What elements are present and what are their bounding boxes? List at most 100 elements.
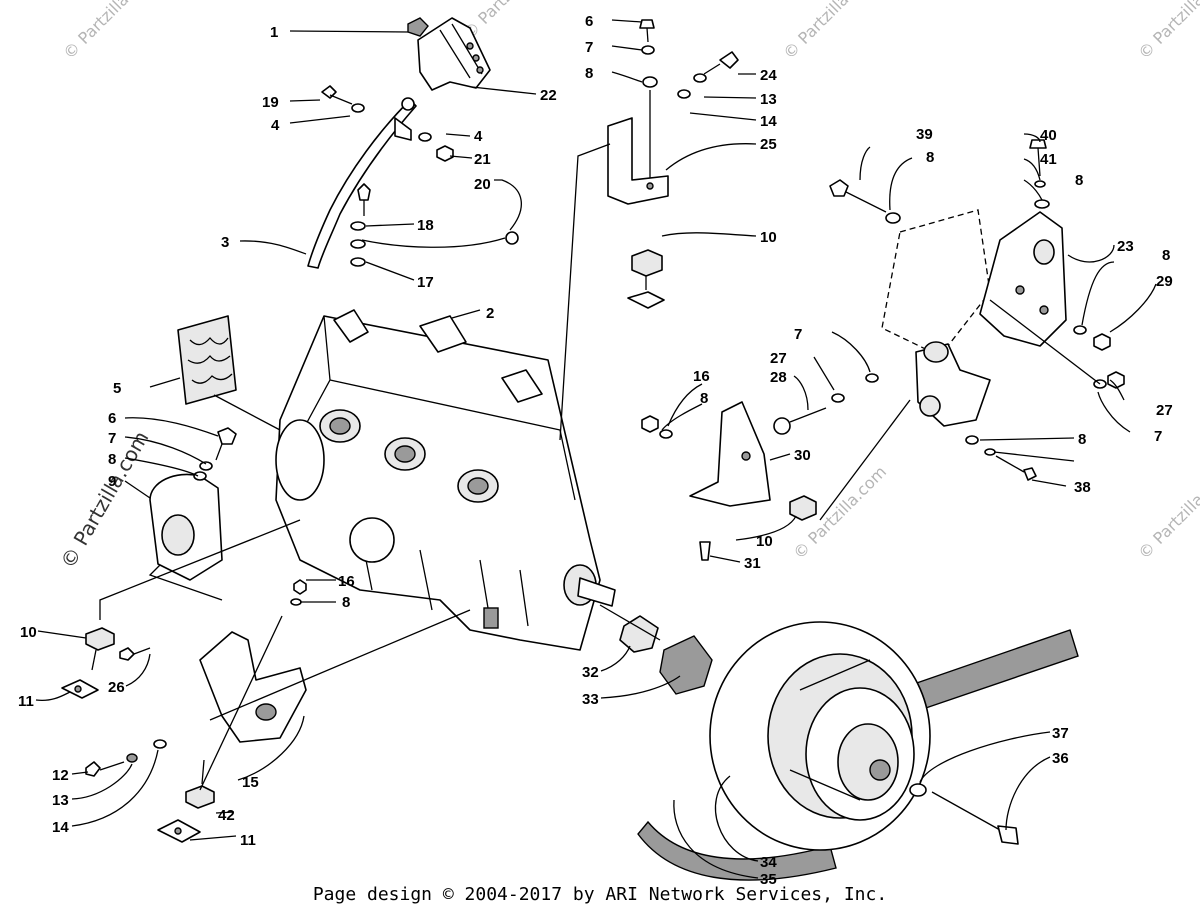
callout-label: 14 — [52, 819, 69, 836]
callout-label: 28 — [770, 369, 787, 386]
callout-label: 8 — [1162, 247, 1170, 264]
part-27-nut-right — [1093, 371, 1125, 389]
part-24-bolt — [677, 51, 739, 99]
callout-label: 6 — [108, 410, 116, 427]
callout-label: 20 — [474, 176, 491, 193]
callout-label: 41 — [1040, 151, 1057, 168]
part-3-spark-plug-wire — [307, 97, 417, 269]
callout-label: 2 — [486, 305, 494, 322]
part-15-bracket — [199, 631, 307, 743]
callout-label: 24 — [760, 67, 777, 84]
part-2-engine — [275, 309, 616, 651]
callout-label: 11 — [18, 693, 34, 710]
part-20-ground-strap — [350, 183, 519, 267]
callout-label: 1 — [270, 24, 278, 41]
callout-label: 10 — [756, 533, 773, 550]
watermark: © Partzilla.com — [779, 0, 880, 63]
part-34-clutch — [709, 621, 931, 851]
callout-label: 37 — [1052, 725, 1069, 742]
callout-label: 16 — [693, 368, 710, 385]
callout-label: 18 — [417, 217, 434, 234]
callout-label: 10 — [20, 624, 37, 641]
part-16-nut-mid — [290, 579, 307, 606]
callout-label: 35 — [760, 871, 777, 884]
callout-label: 8 — [108, 451, 116, 468]
part-38-bolt — [965, 435, 1037, 481]
callout-label: 7 — [794, 326, 802, 343]
part-40-bolt — [1029, 139, 1050, 209]
callout-label: 32 — [582, 664, 599, 681]
callout-label: 10 — [760, 229, 777, 246]
watermark: © Partzilla.com — [1134, 0, 1200, 63]
callout-label: 9 — [108, 473, 116, 490]
part-11-plate-lower — [157, 819, 201, 843]
part-12-bolt-lower — [85, 739, 167, 777]
part-5-gasket — [177, 315, 237, 405]
callout-label: 15 — [242, 774, 259, 791]
callout-label: 25 — [760, 136, 777, 153]
part-4-washer — [394, 117, 432, 142]
part-42-mount-lower — [185, 759, 215, 809]
callout-label: 36 — [1052, 750, 1069, 767]
part-26-screw — [119, 647, 151, 661]
callout-label: 12 — [52, 767, 69, 784]
callout-label: 29 — [1156, 273, 1173, 290]
callout-label: 7 — [585, 39, 593, 56]
part-19-bolt — [321, 85, 365, 113]
part-39-cover — [881, 209, 991, 357]
callout-label: 33 — [582, 691, 599, 708]
callout-label: 3 — [221, 234, 229, 251]
part-33-sleeve — [659, 635, 713, 695]
part-10-mount-top — [627, 249, 665, 309]
callout-label: 19 — [262, 94, 279, 111]
part-6-bolt-top — [639, 19, 658, 88]
part-25-bracket — [607, 117, 669, 205]
part-10-mount-left — [85, 627, 115, 671]
callout-label: 13 — [760, 91, 777, 108]
callout-label: 11 — [240, 832, 256, 849]
watermark: © Partzilla.com — [1134, 462, 1200, 563]
callout-label: 31 — [744, 555, 761, 572]
part-11-plate-left — [61, 679, 99, 699]
callout-label: 39 — [916, 126, 933, 143]
callout-label: 4 — [474, 128, 483, 145]
callout-label: 5 — [113, 380, 121, 397]
callout-label: 26 — [108, 679, 125, 696]
callout-label: 23 — [1117, 238, 1134, 255]
callout-label: 17 — [417, 274, 434, 291]
callout-label: 8 — [342, 594, 350, 611]
callout-label: 8 — [1078, 431, 1086, 448]
callout-label: 38 — [1074, 479, 1091, 496]
part-39-bolt — [829, 179, 901, 224]
callout-label: 27 — [770, 350, 787, 367]
callout-label: 7 — [1154, 428, 1162, 445]
part-1-clip — [407, 17, 429, 37]
callout-label: 6 — [585, 13, 593, 30]
callout-label: 8 — [1075, 172, 1083, 189]
callout-label: 8 — [585, 65, 593, 82]
callout-label: 4 — [271, 117, 280, 134]
callout-label: 8 — [700, 390, 708, 407]
callout-label: 14 — [760, 113, 777, 130]
part-10-mount-right — [789, 495, 817, 521]
part-28-bolt — [773, 373, 879, 435]
callout-label: 27 — [1156, 402, 1173, 419]
callout-label: 16 — [338, 573, 355, 590]
footer-copyright: Page design © 2004-2017 by ARI Network S… — [312, 884, 888, 905]
part-32-spacer — [619, 615, 659, 653]
part-6-bolt-left — [193, 427, 237, 481]
part-21-nut — [436, 145, 454, 162]
parts-layer — [61, 17, 1125, 881]
callout-label: 42 — [218, 807, 235, 824]
callout-label: 30 — [794, 447, 811, 464]
callout-label: 40 — [1040, 127, 1057, 144]
callout-label: 22 — [540, 87, 557, 104]
part-29-nut — [1073, 325, 1111, 351]
leader-lines — [35, 19, 1157, 879]
callout-label: 34 — [760, 854, 777, 871]
part-30-bracket — [689, 401, 771, 507]
part-9-mount-housing — [148, 473, 223, 601]
part-31-screw — [699, 541, 711, 561]
callout-label: 7 — [108, 430, 116, 447]
callout-label: 21 — [474, 151, 491, 168]
